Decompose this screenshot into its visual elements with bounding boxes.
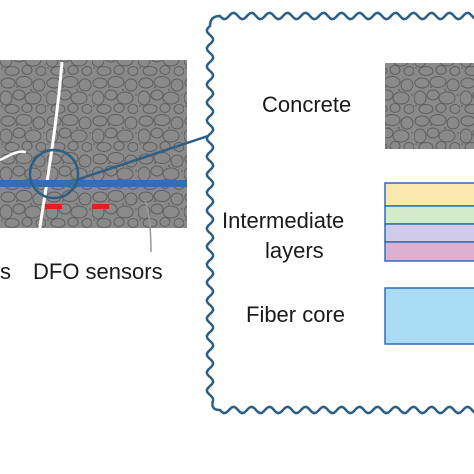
- cracks-label-fragment: s: [0, 259, 11, 284]
- intermediate-layer-1: [384, 182, 474, 207]
- dfo-leader-line: [144, 199, 152, 253]
- sensor-mark-1: [45, 204, 62, 209]
- sensor-mark-2: [92, 204, 109, 209]
- concrete-label: Concrete: [262, 92, 351, 117]
- fiber-core-swatch: [384, 287, 474, 345]
- intermediate-layers-label-line2: layers: [265, 238, 324, 263]
- dfo-fiber-line: [0, 180, 187, 187]
- dfo-sensors-label: DFO sensors: [33, 259, 163, 284]
- zoom-connector: [75, 132, 215, 182]
- crack-branch: [0, 150, 27, 162]
- intermediate-layers-label-line1: Intermediate: [222, 208, 344, 233]
- intermediate-layer-3: [384, 223, 474, 243]
- intermediate-layer-4: [384, 241, 474, 262]
- fiber-core-label: Fiber core: [246, 302, 345, 327]
- concrete-swatch: [385, 63, 474, 149]
- concrete-section: [0, 60, 187, 228]
- zoom-circle: [28, 148, 80, 200]
- intermediate-layer-2: [384, 205, 474, 225]
